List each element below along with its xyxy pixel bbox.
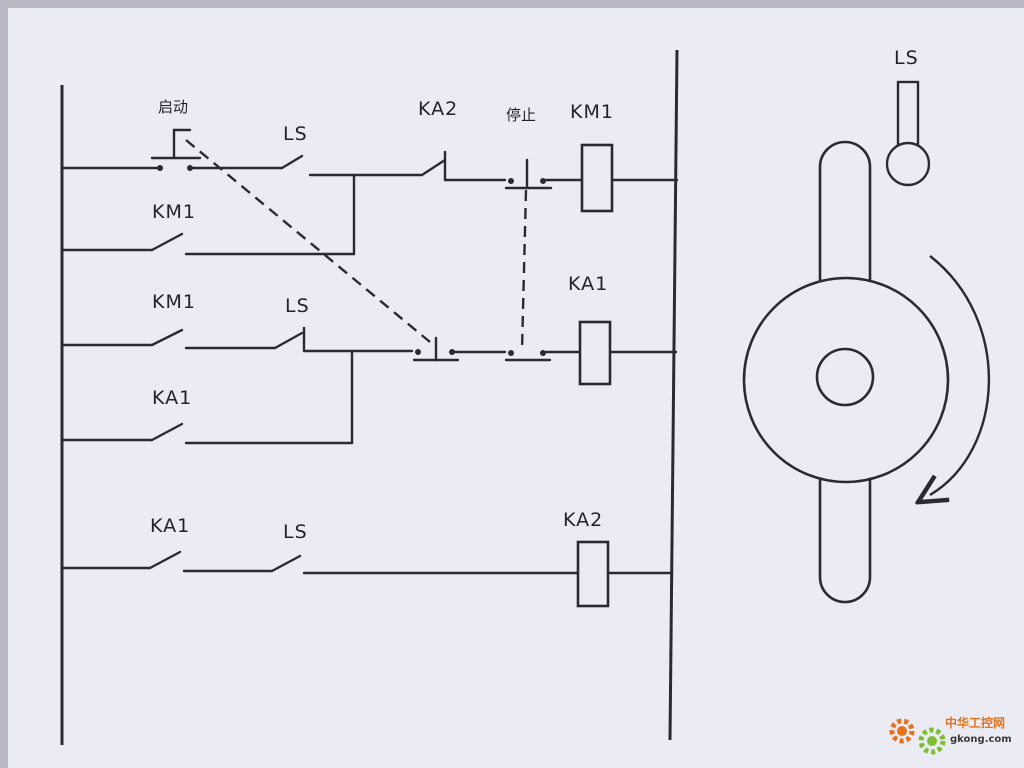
limit-switch-body: [896, 80, 920, 152]
ka1-contact-rung3: [148, 550, 182, 570]
km1-coil-label: KM1: [570, 101, 614, 123]
ka1-holding-branch: KA1: [60, 349, 354, 445]
limit-switch-roller: [885, 141, 931, 187]
watermark-en: gkong.com: [950, 734, 1012, 745]
ls-label-rung3: LS: [283, 521, 308, 543]
ka1-label-rung3: KA1: [150, 515, 190, 537]
gear-icon: [889, 718, 946, 755]
rotation-arrow: [930, 255, 991, 495]
ka1-coil: [578, 320, 612, 386]
ka1-coil-label: KA1: [568, 273, 608, 295]
ka1-hold-label: KA1: [152, 387, 192, 409]
ka1-hold-contact: [150, 422, 184, 442]
watermark-logo: 中华工控网 gkong.com: [889, 715, 1012, 755]
ls-label-rung2: LS: [285, 295, 310, 317]
km1-contact-rung2: [150, 328, 184, 347]
ka2-nc-contact: KA2: [418, 98, 458, 182]
ka2-contact-label: KA2: [418, 98, 458, 120]
ka2-coil: [576, 540, 610, 608]
rung-3: KA1 LS KA2: [60, 509, 674, 608]
cam-mechanism: [742, 140, 991, 604]
stop-button-linkage: [520, 189, 528, 351]
start-pushbutton: 启动: [150, 98, 202, 171]
km1-holding-branch: KM1: [60, 173, 356, 256]
ls-contact-rung1: [280, 154, 304, 170]
ls-contact-rung2: [273, 331, 304, 350]
km1-coil: [580, 143, 614, 213]
km1-hold-label: KM1: [152, 201, 196, 223]
cam-hub: [815, 347, 875, 407]
stop-pushbutton: 停止: [504, 106, 553, 190]
ls-contact-rung3: [270, 554, 302, 573]
limit-switch-label: LS: [894, 47, 919, 69]
start-nc-contact: [412, 336, 460, 362]
rung-2: KM1 LS KA1: [60, 273, 678, 386]
watermark-cn: 中华工控网: [945, 715, 1005, 730]
rung-1: 启动 LS KA2 停止 KM1: [60, 98, 679, 213]
start-label: 启动: [158, 98, 188, 116]
limit-switch: LS: [885, 47, 931, 187]
stop-label: 停止: [506, 106, 536, 124]
right-rail: [668, 49, 679, 741]
ls-label-rung1: LS: [283, 123, 308, 145]
ka2-coil-label: KA2: [563, 509, 603, 531]
km1-label-rung2: KM1: [152, 291, 196, 313]
km1-hold-contact: [150, 232, 184, 252]
stop-nc-contact-rung2: [504, 350, 552, 362]
